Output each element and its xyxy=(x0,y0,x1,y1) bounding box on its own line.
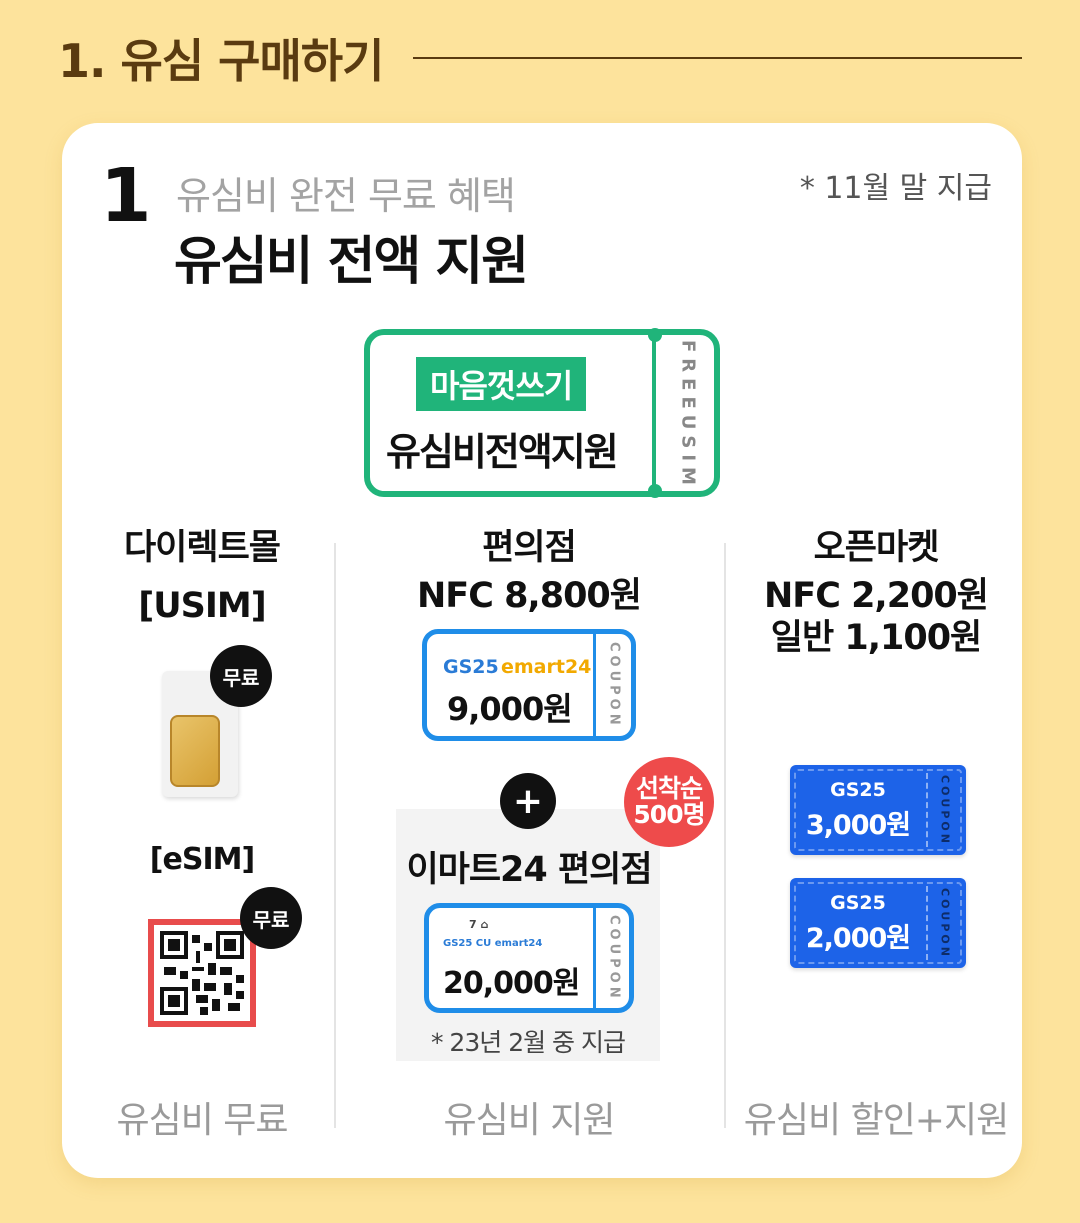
gs25-logo: GS25 xyxy=(830,892,886,914)
emart24-title: 이마트24 편의점 xyxy=(406,850,652,890)
ticket-label: 유심비전액지원 xyxy=(386,430,619,474)
ticket-amount: 3,000원 xyxy=(805,810,911,841)
section-header: 1. 유심 구매하기 xyxy=(58,28,1022,88)
convenience-price: NFC 8,800원 xyxy=(417,576,642,616)
coupon-amount: 20,000원 xyxy=(443,966,580,1001)
ticket-amount: 2,000원 xyxy=(805,923,911,954)
emart24-logo: emart24 xyxy=(501,656,592,678)
direct-mall-heading: 다이렉트몰 xyxy=(123,528,281,568)
step-title: 유심비 전액 지원 xyxy=(174,232,529,292)
section-divider-line xyxy=(413,57,1022,59)
ticket-side-text: COUPON xyxy=(938,887,952,959)
gs-emart-coupon: GS25 emart24 9,000원 COUPON xyxy=(422,629,636,741)
ticket-badge: 마음껏쓰기 xyxy=(416,357,587,411)
gs25-logo: GS25 xyxy=(830,779,886,801)
ticket-side-text: COUPON xyxy=(938,774,952,846)
esim-label: [eSIM] xyxy=(149,842,255,877)
store-logos-row2: GS25 CU emart24 xyxy=(443,938,543,949)
benefit-card: 1 유심비 완전 무료 혜택 유심비 전액 지원 * 11월 말 지급 마음껏쓰… xyxy=(62,123,1022,1178)
usim-free-badge: 무료 xyxy=(210,645,272,707)
openmarket-general-price: 일반 1,100원 xyxy=(770,618,983,658)
store-logos-row1: 7 ⌂ xyxy=(469,918,489,931)
payment-note: * 11월 말 지급 xyxy=(799,171,992,206)
coupon-side-text: COUPON xyxy=(606,641,622,729)
column-divider xyxy=(334,543,336,1128)
step-subtitle: 유심비 완전 무료 혜택 xyxy=(176,174,516,218)
emart24-payment-note: * 23년 2월 중 지급 xyxy=(430,1028,626,1057)
gs25-3000-ticket: GS25 3,000원 COUPON xyxy=(790,765,966,855)
openmarket-nfc-price: NFC 2,200원 xyxy=(764,576,989,616)
sim-chip-icon xyxy=(170,715,220,787)
section-title: 1. 유심 구매하기 xyxy=(58,34,384,88)
first-come-badge: 선착순 500명 xyxy=(624,757,714,847)
qr-code-icon xyxy=(148,919,256,1027)
gs25-logo: GS25 xyxy=(443,656,499,678)
direct-footer: 유심비 무료 xyxy=(116,1100,288,1141)
openmarket-heading: 오픈마켓 xyxy=(813,528,940,568)
gs25-2000-ticket: GS25 2,000원 COUPON xyxy=(790,878,966,968)
emart24-coupon: 7 ⌂ GS25 CU emart24 20,000원 COUPON xyxy=(424,903,634,1013)
coupon-amount: 9,000원 xyxy=(447,690,573,728)
plus-icon: + xyxy=(500,773,556,829)
step-number: 1 xyxy=(100,153,152,239)
column-divider xyxy=(724,543,726,1128)
convenience-heading: 편의점 xyxy=(482,528,577,568)
ticket-side-text: FREEUSIM xyxy=(677,339,699,491)
openmarket-footer: 유심비 할인+지원 xyxy=(743,1100,1009,1141)
free-usim-ticket: 마음껏쓰기 유심비전액지원 FREEUSIM xyxy=(364,328,720,498)
convenience-footer: 유심비 지원 xyxy=(443,1100,615,1141)
coupon-side-text: COUPON xyxy=(606,914,622,1002)
esim-free-badge: 무료 xyxy=(240,887,302,949)
usim-label: [USIM] xyxy=(138,586,266,626)
